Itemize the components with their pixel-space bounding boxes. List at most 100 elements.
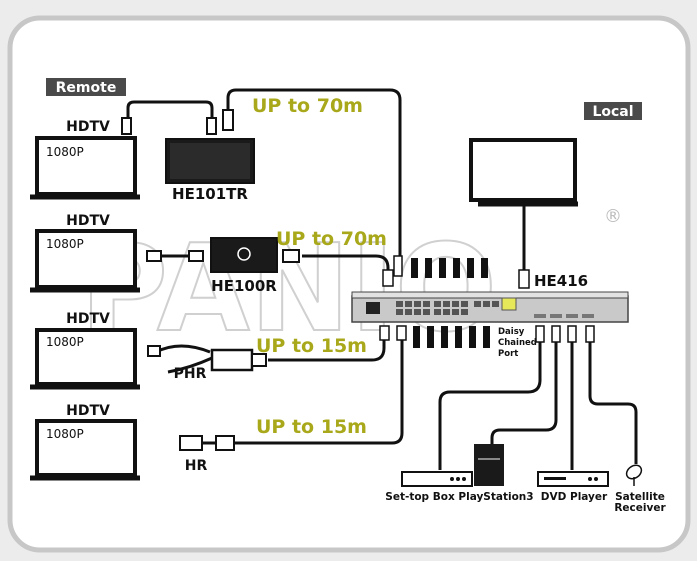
tv-resolution: 1080P bbox=[46, 335, 84, 349]
source-satellite-receiver: Satellite Receiver bbox=[614, 464, 666, 514]
rj45-port-icon bbox=[405, 301, 412, 307]
hdmi-plug-icon bbox=[585, 325, 595, 343]
indicator-icon bbox=[588, 477, 592, 481]
dvd-player-icon bbox=[537, 471, 609, 487]
rj45-plug-icon bbox=[222, 109, 234, 131]
indicator-icon bbox=[594, 477, 598, 481]
cable-70m-second bbox=[302, 254, 390, 274]
tv-type-label: HDTV bbox=[66, 311, 110, 327]
hdmi-plug-icon bbox=[567, 325, 577, 343]
rj45-port-icon bbox=[483, 301, 490, 307]
distance-label-2: UP to 70m bbox=[276, 228, 387, 250]
distance-label-1: UP to 70m bbox=[252, 95, 363, 117]
he416-bottom-plugs bbox=[379, 325, 595, 348]
remote-tag: Remote bbox=[56, 80, 117, 96]
he100r-device: HE100R bbox=[210, 237, 278, 295]
cable-15m-phr bbox=[268, 332, 386, 362]
rj45-port-icon bbox=[443, 309, 450, 315]
he101tr-device: HE101TR bbox=[165, 138, 255, 203]
he416-top bbox=[351, 291, 629, 299]
tv-type-label: HDTV bbox=[66, 213, 110, 229]
hdmi-out-port-icon bbox=[501, 297, 517, 311]
cable-15m-hr bbox=[232, 332, 404, 445]
rj45-port-icon bbox=[396, 301, 403, 307]
source-set-top-box: Set-top Box bbox=[385, 471, 473, 503]
tv-screen bbox=[35, 136, 137, 196]
rj45-plug-icon bbox=[427, 326, 434, 348]
hdmi-plug-icon bbox=[551, 325, 561, 343]
he100r-label: HE100R bbox=[211, 277, 277, 295]
cable-ps3 bbox=[490, 330, 558, 450]
hdmi-in-port-icon bbox=[566, 314, 578, 318]
rj45-plug-icon bbox=[411, 258, 418, 278]
he416-device: HE416 bbox=[351, 272, 629, 323]
rj45-plug-icon bbox=[439, 258, 446, 278]
he416-input-ports bbox=[534, 314, 594, 318]
rj45-port-icon bbox=[414, 309, 421, 315]
rj45-plug-icon bbox=[455, 326, 462, 348]
rj45-plug-icon bbox=[467, 258, 474, 278]
distance-label-4: UP to 15m bbox=[256, 416, 367, 438]
rj45-port-icon bbox=[492, 301, 499, 307]
indicator-icon bbox=[456, 477, 460, 481]
phr-body bbox=[210, 348, 254, 372]
daisy-chain-label-1: Daisy bbox=[498, 327, 525, 337]
he100r-led-icon bbox=[237, 247, 251, 261]
he416-port-row bbox=[396, 301, 499, 315]
rj45-plug-icon bbox=[453, 258, 460, 278]
rj45-plug-icon bbox=[469, 326, 476, 348]
tv-type-label: HDTV bbox=[66, 119, 110, 135]
source-label: Satellite bbox=[615, 491, 665, 503]
hdmi-plug-icon bbox=[147, 345, 161, 357]
phr-device: PHR bbox=[147, 344, 267, 382]
ps3-stripe-icon bbox=[478, 458, 500, 460]
tv-screen bbox=[35, 419, 137, 477]
source-label-2: Receiver bbox=[614, 502, 666, 514]
power-socket-icon bbox=[366, 302, 380, 314]
hdmi-plug-icon bbox=[188, 250, 204, 262]
hdmi-plug-icon bbox=[121, 117, 132, 135]
rj45-port-icon bbox=[405, 309, 412, 315]
rj45-port-icon bbox=[414, 301, 421, 307]
hdmi-plug-icon bbox=[535, 325, 545, 343]
remote-tag-box bbox=[46, 78, 126, 96]
indicator-icon bbox=[450, 477, 454, 481]
rj45-port-icon bbox=[452, 301, 459, 307]
rj45-plug-icon bbox=[215, 435, 235, 451]
cables bbox=[126, 88, 638, 470]
rj45-plug-icon bbox=[425, 258, 432, 278]
local-tag: Local bbox=[592, 104, 633, 120]
rj45-port-icon bbox=[452, 309, 459, 315]
remote-tv-2: HDTV 1080P bbox=[30, 213, 140, 293]
hdmi-in-port-icon bbox=[582, 314, 594, 318]
rj45-port-icon bbox=[434, 309, 441, 315]
rj45-plug-icon bbox=[379, 325, 390, 341]
rj45-plug-icon bbox=[393, 255, 403, 277]
source-dvd-player: DVD Player bbox=[537, 471, 609, 503]
rj45-plug-icon bbox=[282, 249, 300, 263]
cable-tv1-he101tr bbox=[126, 100, 214, 120]
phr-label: PHR bbox=[174, 366, 207, 382]
source-label: Set-top Box bbox=[385, 491, 455, 503]
rj45-plug-icon bbox=[251, 353, 267, 367]
tv-screen bbox=[35, 229, 137, 289]
daisy-chain-label-3: Port bbox=[498, 349, 518, 359]
hr-device: HR bbox=[179, 435, 235, 474]
registered-mark: ® bbox=[604, 206, 622, 227]
daisy-chain-label-2: Chained bbox=[498, 338, 537, 348]
hdmi-plug-icon bbox=[518, 269, 530, 289]
rj45-port-icon bbox=[423, 309, 430, 315]
hr-hdmi-end bbox=[179, 435, 203, 451]
dvd-tray-icon bbox=[544, 477, 566, 480]
rj45-plug-icon bbox=[413, 326, 420, 348]
rj45-port-icon bbox=[474, 301, 481, 307]
rj45-port-icon bbox=[461, 301, 468, 307]
he101tr-face bbox=[170, 143, 250, 179]
satellite-dish-icon bbox=[625, 464, 643, 480]
rj45-port-icon bbox=[423, 301, 430, 307]
he416-label: HE416 bbox=[534, 272, 588, 290]
hdmi-plug-icon bbox=[206, 117, 217, 135]
tv-resolution: 1080P bbox=[46, 237, 84, 251]
he416-body bbox=[351, 295, 629, 323]
